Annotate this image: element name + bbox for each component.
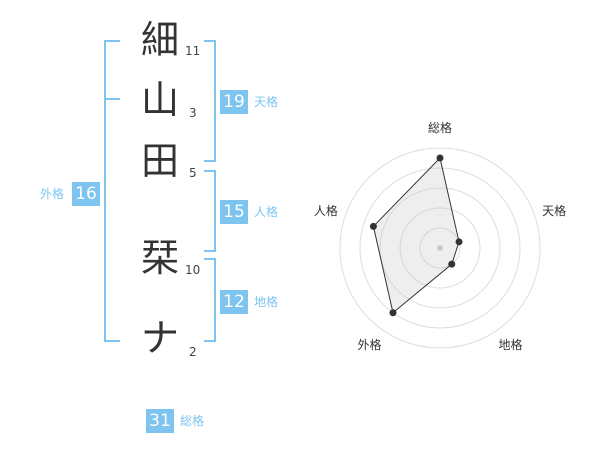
stroke-count-1: 11: [185, 44, 201, 58]
stroke-count-3: 5: [189, 166, 197, 180]
name-char-4: 栞: [140, 236, 179, 280]
tenkaku-bracket: [204, 40, 216, 162]
stroke-count-2: 3: [189, 106, 197, 120]
soukaku-label: 総格: [180, 414, 205, 428]
jinkaku-badge: 15: [220, 200, 248, 224]
radar-axis-label-4: 外格: [357, 337, 381, 352]
chikaku-label: 地格: [254, 295, 279, 309]
tenkaku-badge: 19: [220, 90, 248, 114]
radar-axis-label-2: 天格: [542, 203, 566, 218]
gaikaku-badge: 16: [72, 182, 100, 206]
gaikaku-label: 外格: [40, 187, 65, 201]
radar-point-2: [455, 238, 463, 246]
gaikaku-bracket: [104, 40, 120, 342]
gaikaku-bracket-tick: [104, 98, 120, 100]
radar-axis-label-5: 人格: [314, 203, 338, 218]
name-char-2: 山: [140, 78, 179, 122]
name-char-3: 田: [140, 139, 179, 183]
radar-point-3: [448, 260, 456, 268]
stroke-count-5: 2: [189, 345, 197, 359]
radar-axis-label-1: 総格: [428, 120, 452, 135]
name-char-5: ナ: [140, 316, 179, 360]
chikaku-badge: 12: [220, 290, 248, 314]
radar-point-4: [389, 309, 397, 317]
radar-series-polygon: [372, 156, 460, 314]
name-char-1: 細: [140, 18, 179, 62]
jinkaku-bracket: [204, 170, 216, 252]
radar-axis-label-3: 地格: [499, 337, 523, 352]
soukaku-badge: 31: [146, 409, 174, 433]
radar-center: [437, 245, 443, 251]
chikaku-bracket: [204, 258, 216, 342]
tenkaku-label: 天格: [254, 95, 279, 109]
jinkaku-label: 人格: [254, 205, 279, 219]
radar-point-1: [436, 154, 444, 162]
stroke-count-4: 10: [185, 263, 201, 277]
radar-point-5: [369, 222, 377, 230]
